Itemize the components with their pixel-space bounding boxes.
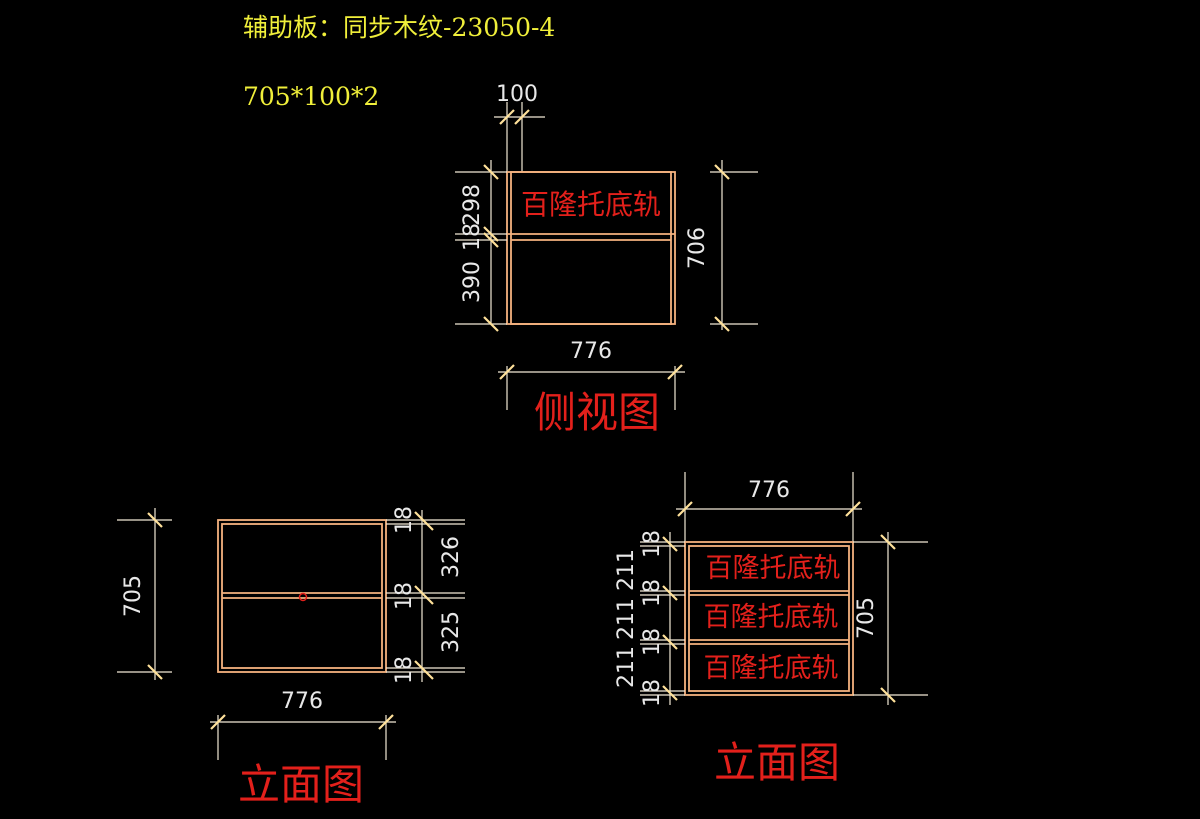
right-height-value: 705 <box>854 597 879 639</box>
left-cabinet <box>217 519 387 673</box>
side-view-caption: 侧视图 <box>534 388 660 437</box>
right-left-dimensions: 18 211 18 211 18 211 18 <box>614 530 685 707</box>
front-view-right: 776 百隆托底轨 百隆托底轨 百隆托底轨 <box>614 472 928 787</box>
side-drawer-label: 百隆托底轨 <box>521 188 661 221</box>
right-dim-s2: 211 <box>614 598 639 640</box>
left-width-dimension: 776 <box>210 689 396 760</box>
right-dim-s1: 211 <box>614 549 639 591</box>
side-dim-mid: 18 <box>460 223 485 251</box>
right-view-caption: 立面图 <box>714 738 840 787</box>
side-width-dimension: 776 <box>498 339 685 410</box>
right-drawer-label-3: 百隆托底轨 <box>704 653 839 684</box>
right-height-dimension: 705 <box>853 532 928 705</box>
right-width-dimension: 776 <box>676 472 862 542</box>
left-dim-s2: 325 <box>439 611 464 653</box>
left-height-dimension: 705 <box>117 508 172 680</box>
board-spec: 705*100*2 <box>243 82 379 111</box>
right-dim-t4: 18 <box>640 679 665 707</box>
side-height-dimension: 706 <box>685 160 758 332</box>
right-drawer-label-1: 百隆托底轨 <box>706 553 841 584</box>
side-left-dimensions: 298 18 390 <box>455 160 507 332</box>
front-view-left: 705 18 326 18 325 18 <box>117 506 465 809</box>
left-dim-t3: 18 <box>392 656 417 684</box>
left-right-dimensions: 18 326 18 325 18 <box>386 506 465 684</box>
center-marker <box>298 592 308 602</box>
left-height-value: 705 <box>121 575 146 617</box>
side-view: 100 百隆托底轨 298 18 390 <box>455 82 758 437</box>
right-dim-t2: 18 <box>640 579 665 607</box>
side-width-value: 776 <box>570 339 612 364</box>
left-width-value: 776 <box>281 689 323 714</box>
left-view-caption: 立面图 <box>238 760 364 809</box>
side-top-dim-value: 100 <box>496 82 538 107</box>
side-dim-upper: 298 <box>460 184 485 226</box>
side-dim-lower: 390 <box>460 261 485 303</box>
left-dim-s1: 326 <box>439 536 464 578</box>
side-height-value: 706 <box>685 227 710 269</box>
left-dim-t2: 18 <box>392 582 417 610</box>
right-drawer-label-2: 百隆托底轨 <box>704 602 839 633</box>
right-dim-s3: 211 <box>614 646 639 688</box>
right-dim-t3: 18 <box>640 628 665 656</box>
side-top-dimension: 100 <box>494 82 545 172</box>
right-cabinet: 百隆托底轨 百隆托底轨 百隆托底轨 <box>684 541 854 696</box>
right-dim-t1: 18 <box>640 530 665 558</box>
board-title: 辅助板：同步木纹-23050-4 <box>243 13 555 42</box>
side-cabinet: 百隆托底轨 <box>506 171 676 325</box>
left-dim-t1: 18 <box>392 506 417 534</box>
right-width-value: 776 <box>748 478 790 503</box>
